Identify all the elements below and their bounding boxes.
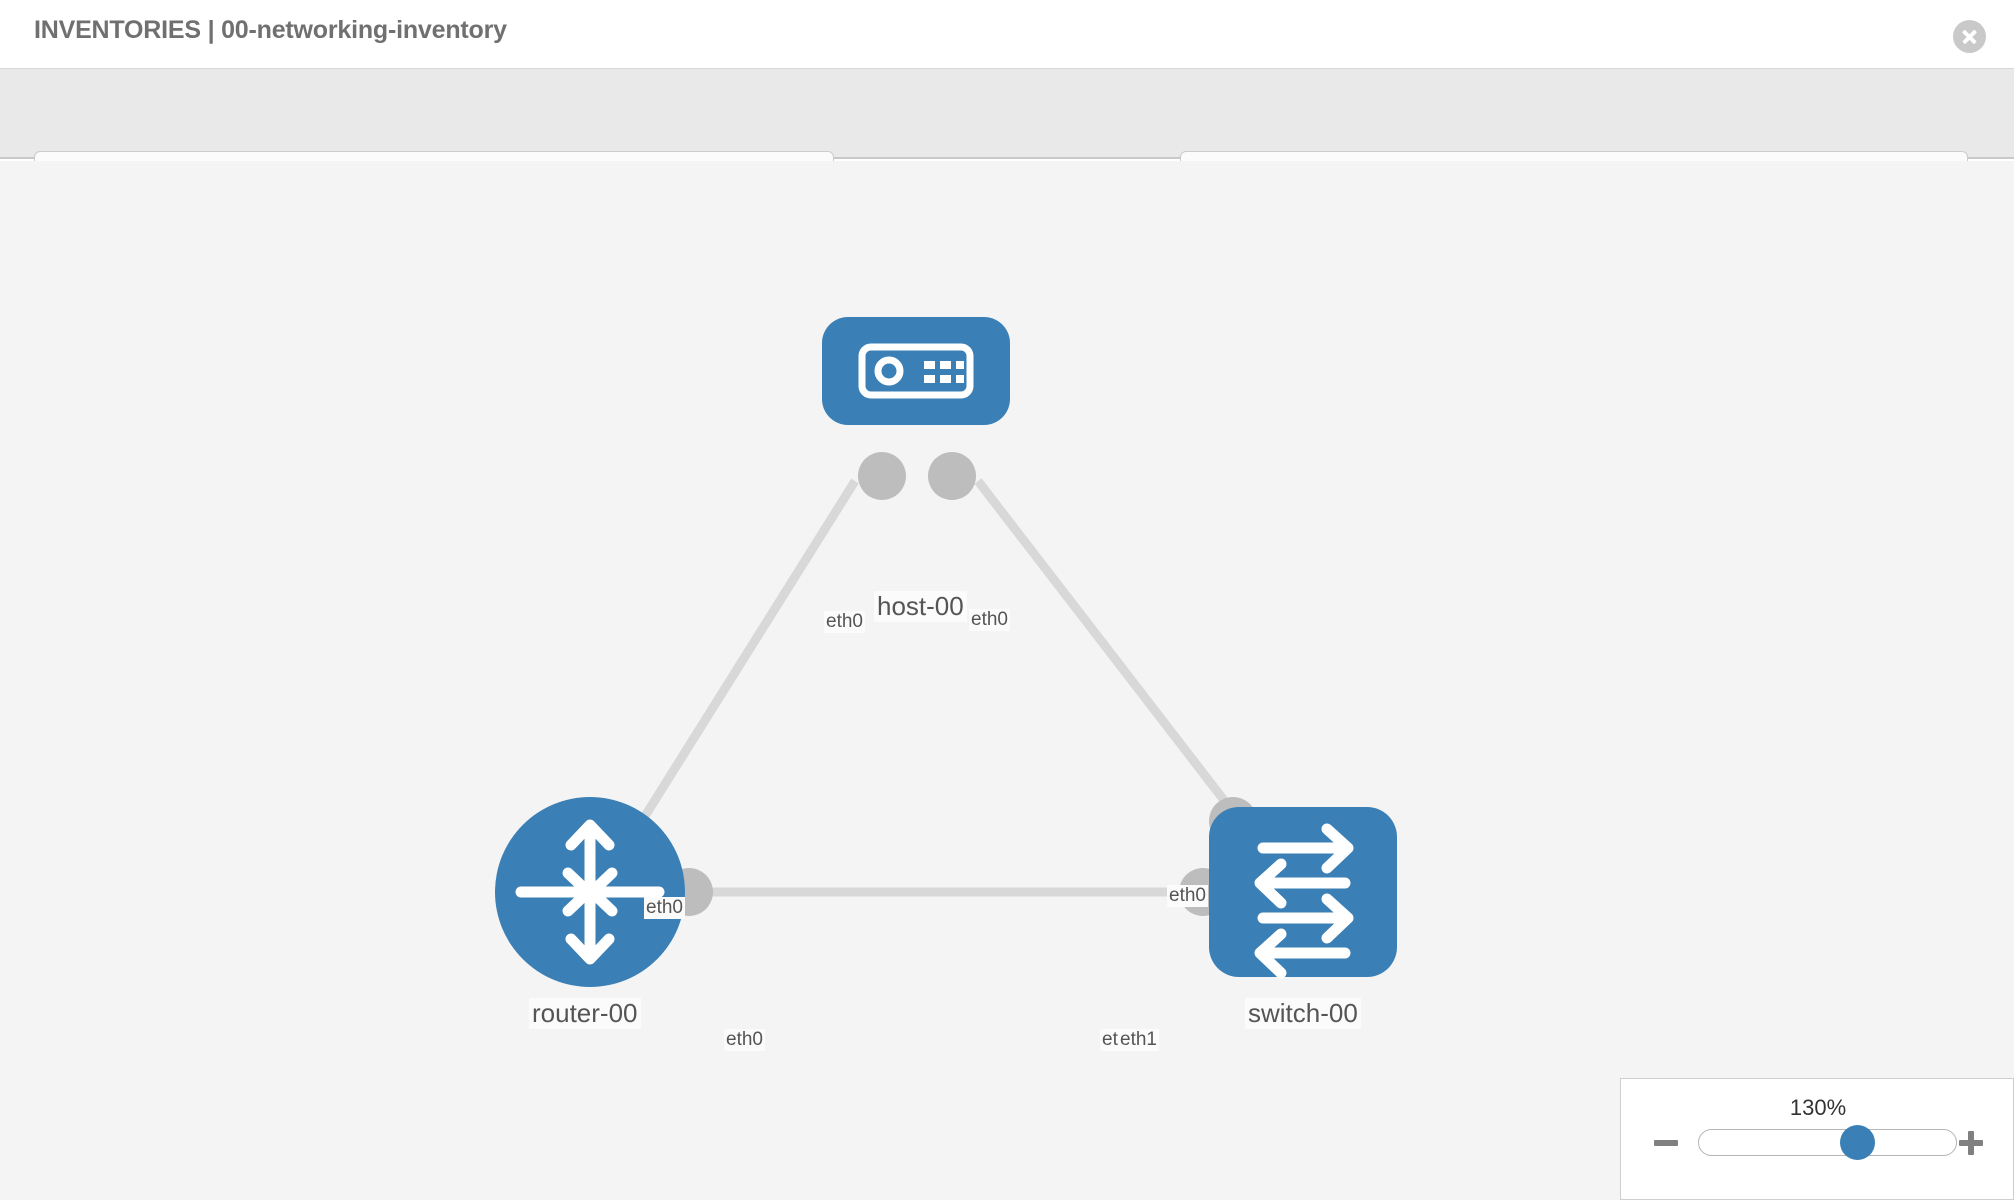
page-header: INVENTORIES | 00-networking-inventory [0,0,2014,69]
iface-label-switch-up: eth0 [1167,885,1208,907]
node-switch-00[interactable] [1209,807,1397,979]
node-host-00[interactable] [822,317,1010,425]
iface-label-host-left: eth0 [824,611,865,633]
node-label-switch-00: switch-00 [1245,998,1361,1029]
iface-label-switch-left-front: eth1 [1118,1029,1159,1051]
page-title: INVENTORIES | 00-networking-inventory [34,16,507,44]
close-icon[interactable] [1953,20,1986,53]
node-router-00[interactable] [495,797,685,987]
router-four-arrows-icon [515,819,665,965]
iface-label-host-right: eth0 [969,609,1010,631]
node-label-router-00: router-00 [529,998,641,1029]
node-label-host-00: host-00 [874,591,967,622]
link-host-router[interactable] [636,478,859,827]
iface-label-router-right: eth0 [724,1029,765,1051]
zoom-slider[interactable] [1698,1125,1957,1160]
zoom-slider-thumb[interactable] [1840,1125,1875,1160]
connection-nubs [665,452,1257,916]
toolbar: ACTIONS SEARCH [0,69,2014,203]
topology-graph[interactable] [0,161,2014,1200]
topology-canvas[interactable]: host-00 router-00 switch-00 eth0 eth0 et… [0,161,2014,1200]
plus-icon[interactable] [1957,1129,1985,1157]
minus-icon[interactable] [1652,1129,1680,1157]
server-appliance-icon [858,343,974,399]
switch-exchange-arrows-icon [1254,823,1354,979]
iface-label-router-up: eth0 [644,897,685,919]
zoom-level-value: 130% [1789,1095,1847,1120]
zoom-control-panel: 130% [1620,1078,2014,1200]
link-host-switch[interactable] [974,478,1244,824]
